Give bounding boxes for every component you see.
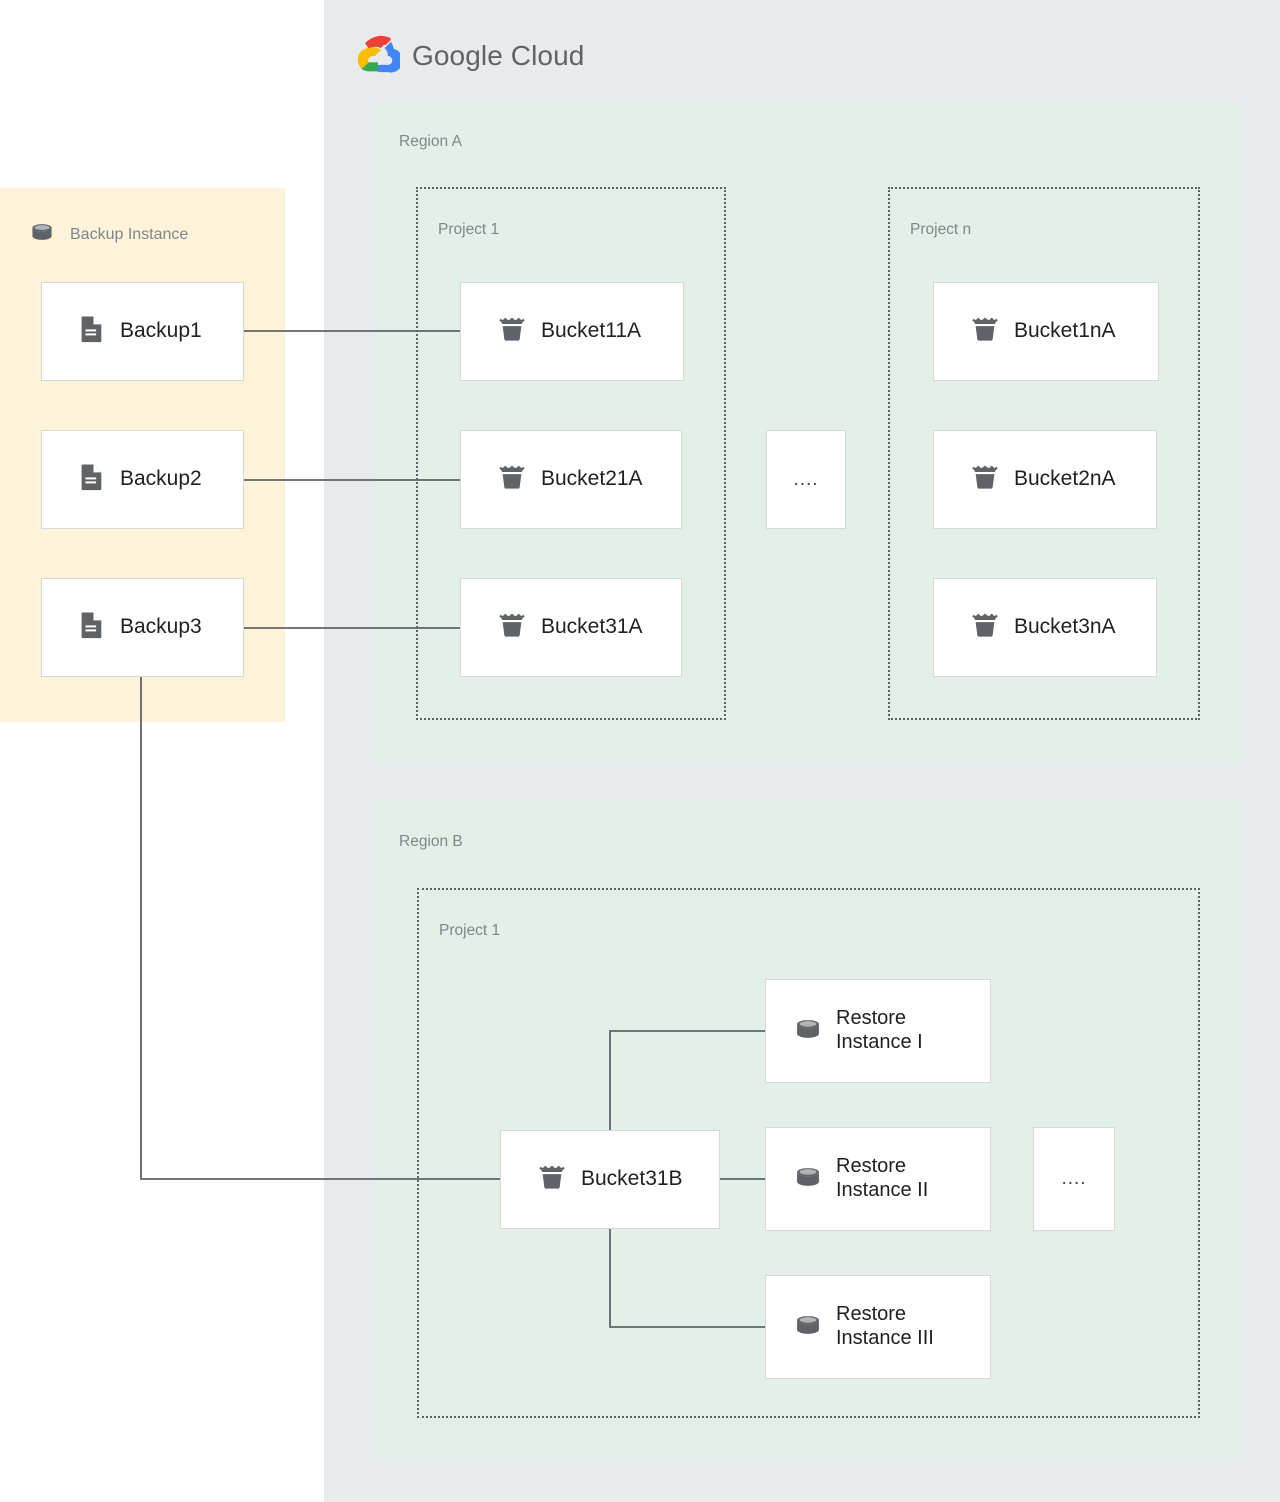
bucket-icon [535,1160,569,1199]
region-a-label: Region A [399,133,462,150]
restore-instance-label-line1: Restore [836,1007,907,1030]
backup-label: Backup2 [120,467,202,491]
bucket-card-bucket11a[interactable]: Bucket11A [460,282,684,381]
backup-instance-title: Backup Instance [70,225,189,243]
restore-instance-card-ii[interactable]: Restore Instance II [765,1127,991,1231]
bucket-label: Bucket2nA [1014,467,1116,491]
ellipsis-card-region-b: .... [1033,1127,1115,1231]
bucket-card-bucket31b[interactable]: Bucket31B [500,1130,720,1229]
backup-card-backup3[interactable]: Backup3 [41,578,244,677]
restore-instance-label: Restore Instance I [836,1007,923,1054]
document-icon [76,313,108,350]
project-1-region-a-box: Project 1 [416,187,726,720]
bucket-card-bucket2na[interactable]: Bucket2nA [933,430,1157,529]
bucket-label: Bucket3nA [1014,615,1116,639]
document-icon [76,461,108,498]
backup-label: Backup3 [120,615,202,639]
backup-card-backup2[interactable]: Backup2 [41,430,244,529]
google-cloud-logo: Google Cloud [356,31,584,80]
bucket-icon [495,608,529,647]
bucket-icon [968,460,1002,499]
restore-instance-label-line1: Restore [836,1155,907,1178]
restore-instance-label-line1: Restore [836,1303,907,1326]
restore-instance-label: Restore Instance III [836,1303,934,1350]
database-icon [792,1309,824,1346]
brand-cloud: Cloud [510,39,585,71]
backup-label: Backup1 [120,319,202,343]
bucket-label: Bucket11A [541,319,642,343]
restore-instance-label-line2: Instance II [836,1179,929,1201]
restore-instance-label-line2: Instance I [836,1031,923,1053]
project-1-region-b-label: Project 1 [439,922,501,939]
bucket-icon [495,460,529,499]
bucket-label: Bucket31B [581,1167,683,1191]
bucket-label: Bucket31A [541,615,643,639]
backup-instance-header: Backup Instance [28,218,188,251]
bucket-card-bucket3na[interactable]: Bucket3nA [933,578,1157,677]
database-icon [792,1013,824,1050]
project-1-region-a-label: Project 1 [438,221,500,238]
database-icon [28,218,56,251]
bucket-card-bucket21a[interactable]: Bucket21A [460,430,682,529]
brand-google: Google [412,39,503,71]
restore-instance-label: Restore Instance II [836,1155,928,1202]
restore-instance-label-line2: Instance III [836,1327,934,1349]
bucket-icon [495,312,529,351]
bucket-card-bucket1na[interactable]: Bucket1nA [933,282,1159,381]
bucket-label: Bucket21A [541,467,643,491]
database-icon [792,1161,824,1198]
project-n-region-a-box: Project n [888,187,1200,720]
backup-card-backup1[interactable]: Backup1 [41,282,244,381]
document-icon [76,609,108,646]
bucket-icon [968,312,1002,351]
bucket-label: Bucket1nA [1014,319,1116,343]
google-cloud-logo-text: Google Cloud [412,40,584,72]
bucket-card-bucket31a[interactable]: Bucket31A [460,578,682,677]
ellipsis-card-region-a: .... [766,430,846,529]
google-cloud-logo-icon [356,31,403,80]
bucket-icon [968,608,1002,647]
project-n-label: Project n [910,221,972,238]
region-b-label: Region B [399,833,463,850]
restore-instance-card-iii[interactable]: Restore Instance III [765,1275,991,1379]
restore-instance-card-i[interactable]: Restore Instance I [765,979,991,1083]
